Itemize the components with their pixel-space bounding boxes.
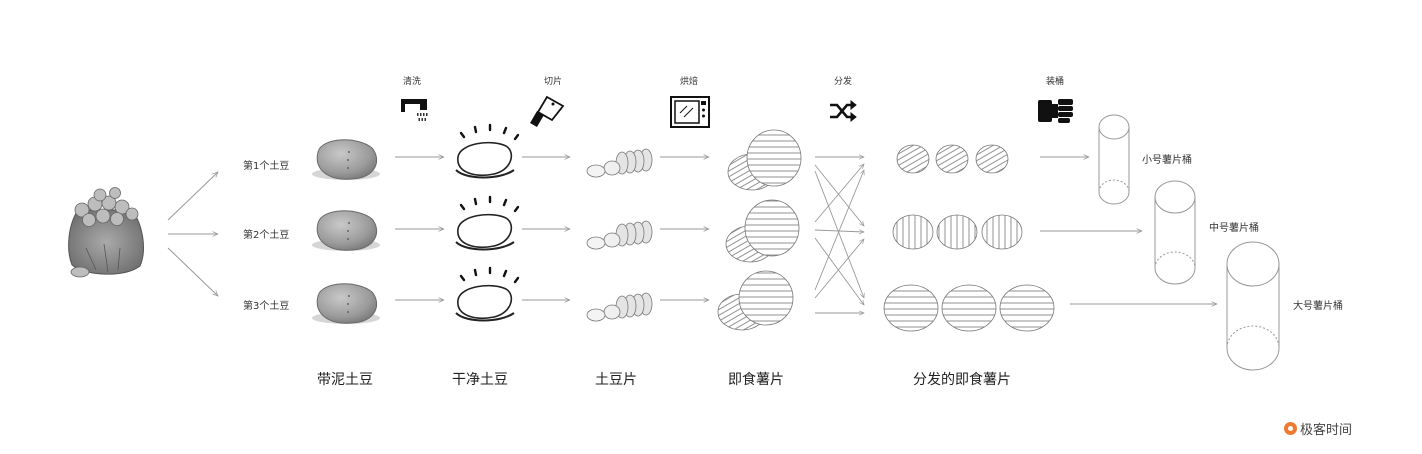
stage-label-chips: 即食薯片 <box>728 372 784 388</box>
fanout-arrows <box>167 172 218 296</box>
brand-name: 极客时间 <box>1300 423 1353 438</box>
bucket-label-small: 小号薯片桶 <box>1142 155 1192 166</box>
step-label-slice: 切片 <box>544 77 563 87</box>
brand-mark-icon <box>1284 422 1297 435</box>
chips <box>725 199 800 263</box>
sorted-chips-small <box>896 144 1009 174</box>
brand-logo: 极客时间 <box>1284 419 1352 438</box>
cleaver-icon <box>530 95 565 128</box>
clean-potato <box>455 266 520 322</box>
bucket-medium <box>1154 180 1196 285</box>
chips <box>717 270 794 331</box>
potato-slices <box>586 148 653 178</box>
bucket-small <box>1098 114 1130 205</box>
bucket-label-medium: 中号薯片桶 <box>1209 223 1259 234</box>
bucket-label-large: 大号薯片桶 <box>1293 301 1343 312</box>
muddy-potato <box>312 139 380 180</box>
chips <box>727 129 802 191</box>
stage-label-muddy: 带泥土豆 <box>317 372 373 388</box>
potato-sack-icon <box>68 187 144 278</box>
sorted-chips-medium <box>892 214 1023 250</box>
row-label-1: 第1个土豆 <box>243 161 290 172</box>
row-1 <box>312 123 802 191</box>
step-label-bake: 烘焙 <box>680 77 699 87</box>
row-label-2: 第2个土豆 <box>243 230 290 241</box>
stage-label-clean: 干净土豆 <box>452 372 508 388</box>
step-label-distribute: 分发 <box>834 77 853 87</box>
stage-label-distributed: 分发的即食薯片 <box>913 372 1011 388</box>
clean-potato <box>455 195 520 251</box>
distribution-arrows <box>814 157 864 313</box>
faucet-icon <box>401 99 428 121</box>
stage-label-slices: 土豆片 <box>595 372 637 388</box>
row-3 <box>312 266 794 331</box>
oven-icon <box>670 96 710 128</box>
bucket-loader-icon <box>1038 99 1073 123</box>
step-label-bucket: 装桶 <box>1046 77 1065 87</box>
muddy-potato <box>312 210 380 251</box>
step-label-wash: 清洗 <box>403 77 422 87</box>
muddy-potato <box>312 283 380 324</box>
sorted-chips-large <box>883 284 1055 332</box>
row-2 <box>312 195 800 263</box>
shuffle-icon <box>830 99 857 123</box>
bucket-arrows <box>1040 157 1217 304</box>
row-label-3: 第3个土豆 <box>243 301 290 312</box>
potato-slices <box>586 292 653 322</box>
bucket-large <box>1226 241 1280 371</box>
potato-slices <box>586 220 653 250</box>
clean-potato <box>455 123 520 179</box>
